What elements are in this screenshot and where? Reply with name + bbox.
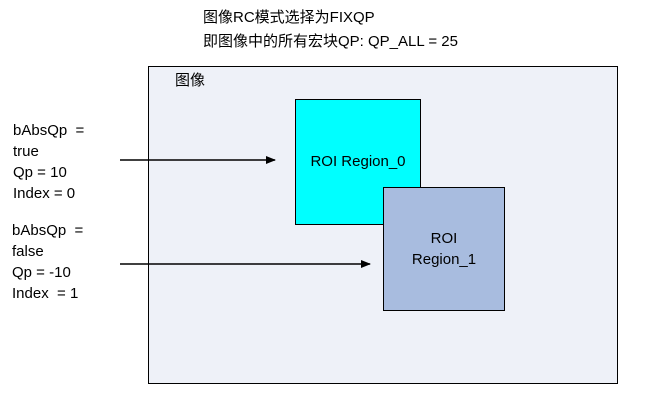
roi-region-1-label-line-2: Region_1 xyxy=(411,251,477,268)
roi-1-param-line: bAbsQp = xyxy=(12,222,84,239)
roi-region-0-label: ROI Region_0 xyxy=(310,153,406,170)
roi-0-param-line: bAbsQp = xyxy=(13,122,85,139)
roi-region-0: ROI Region_0 xyxy=(295,99,421,225)
roi-1-params: bAbsQp = false Qp = -10 Index = 1 xyxy=(12,220,83,304)
roi-1-param-line: Index = 1 xyxy=(12,285,79,302)
roi-0-param-line: true xyxy=(13,143,39,160)
title-line-2: 即图像中的所有宏块QP: QP_ALL = 25 xyxy=(203,33,458,50)
roi-0-param-line: Qp = 10 xyxy=(13,164,67,181)
roi-1-param-line: false xyxy=(12,243,44,260)
roi-0-params: bAbsQp = true Qp = 10 Index = 0 xyxy=(13,120,84,204)
roi-region-1: ROI Region_1 xyxy=(383,187,505,311)
roi-region-1-label-line-1: ROI xyxy=(430,230,458,247)
roi-1-param-line: Qp = -10 xyxy=(12,264,71,281)
title-line-1: 图像RC模式选择为FIXQP xyxy=(203,9,375,26)
roi-0-param-line: Index = 0 xyxy=(13,185,76,202)
image-frame-label: 图像 xyxy=(175,72,206,89)
